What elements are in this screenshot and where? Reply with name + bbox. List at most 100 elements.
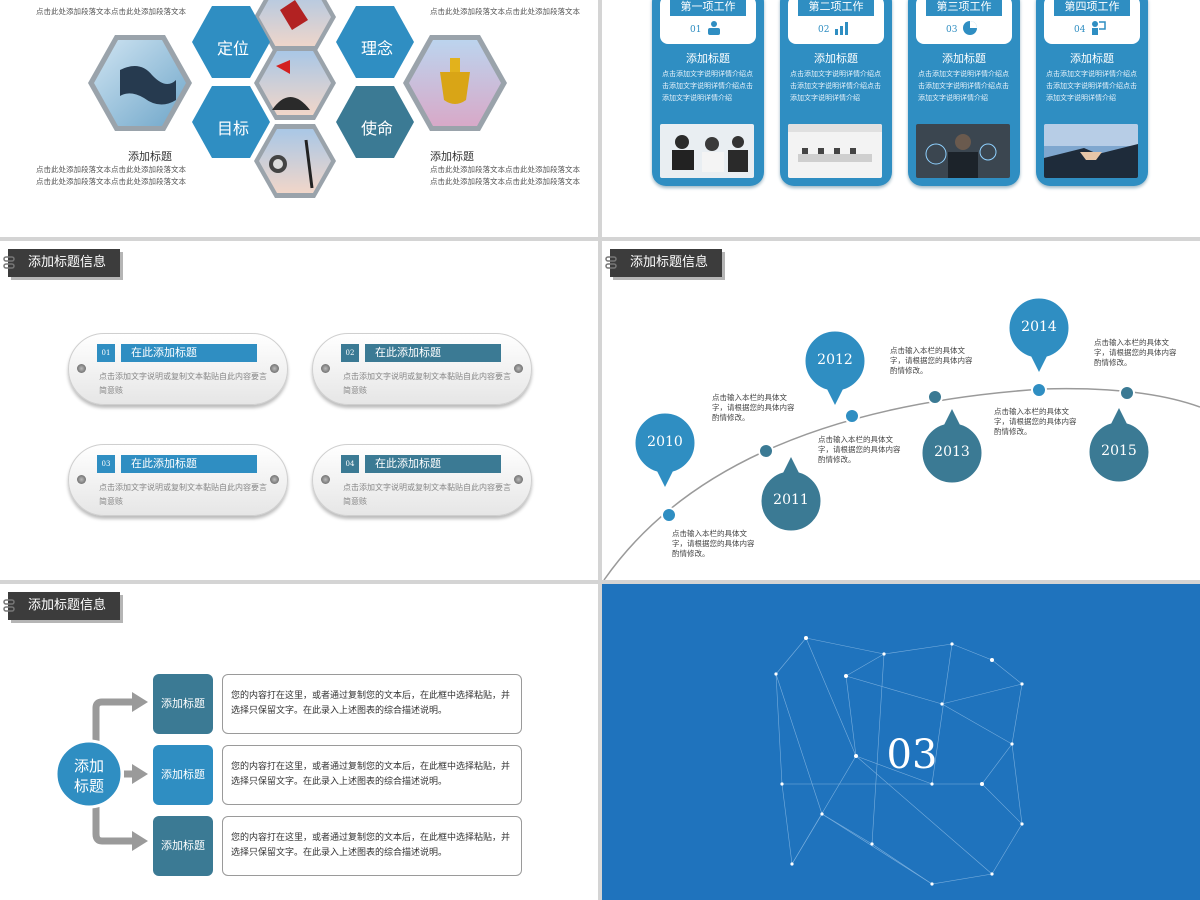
- center-label: 添加标题: [73, 757, 104, 795]
- branch-arrows: [54, 692, 148, 851]
- card-desc: 点击添加文字说明详情介绍点击添加文字说明详情介绍点击添加文字说明详情介绍: [1046, 70, 1137, 102]
- hex-goal: [192, 86, 270, 158]
- hex-label-positioning: 定位: [216, 39, 249, 58]
- slide-title: 添加标题信息: [28, 598, 107, 613]
- year-2011: 2011: [773, 492, 809, 508]
- bubble-2012: [802, 328, 868, 405]
- person-icon: [708, 21, 720, 35]
- bottom-left-text-1: 点击此处添加段落文本点击此处添加段落文本: [36, 165, 186, 174]
- top-left-text: 点击此处添加段落文本点击此处添加段落文本: [36, 7, 186, 16]
- business-handshake-photo: [1044, 124, 1138, 178]
- pill-title: 在此添加标题: [365, 455, 501, 473]
- year-2014: 2014: [1021, 319, 1057, 335]
- pill-text: 点击添加文字说明或复制文本黏贴自此内容要言简意赅: [343, 483, 511, 506]
- work-card-2[interactable]: 第二项工作 02 添加标题 点击添加文字说明详情介绍点击添加文字说明详情介绍点击…: [780, 0, 892, 186]
- card-desc: 点击添加文字说明详情介绍点击添加文字说明详情介绍点击添加文字说明详情介绍: [790, 70, 881, 102]
- note-2010: 点击输入本栏的具体文字，请根据您的具体内容酌情修改。: [672, 529, 755, 558]
- slide-section-divider[interactable]: 03: [602, 584, 1200, 900]
- flag-photo-hex: [259, 51, 331, 115]
- hex-positioning: [192, 6, 270, 78]
- note-2014: 点击输入本栏的具体文字，请根据您的具体内容酌情修改。: [994, 407, 1077, 436]
- card-number: 01: [690, 25, 702, 35]
- hex-label-philosophy: 理念: [360, 39, 393, 58]
- slide-title-tag: 添加标题信息: [3, 592, 120, 620]
- pill-text: 点击添加文字说明或复制文本黏贴自此内容要言简意赅: [99, 483, 267, 506]
- card-head: 第二项工作: [798, 0, 874, 16]
- slide-title-tag: 添加标题信息: [3, 249, 120, 277]
- card-head: 第一项工作: [670, 0, 746, 16]
- hex-philosophy: [336, 6, 414, 78]
- conference-room-photo: [788, 124, 882, 178]
- slide-hexagon-concepts[interactable]: 点击此处添加段落文本点击此处添加段落文本 点击此处添加段落文本点击此处添加段落文…: [0, 0, 598, 237]
- bottom-right-title: 添加标题: [430, 150, 474, 163]
- bar-chart-icon: [835, 22, 848, 35]
- bubble-2015: [1086, 408, 1152, 485]
- pill-index: 04: [341, 455, 359, 473]
- section-number: 03: [886, 732, 938, 778]
- pill-text: 点击添加文字说明或复制文本黏贴自此内容要言简意赅: [99, 372, 267, 395]
- center-circle: [54, 739, 124, 809]
- binder-clip-icon: [3, 256, 15, 269]
- presenter-icon: [1092, 21, 1106, 35]
- branch-label-3: 添加标题: [153, 816, 213, 876]
- branch-label-2: 添加标题: [153, 745, 213, 805]
- binder-clip-icon: [3, 599, 15, 612]
- tech-touch-photo: [916, 124, 1010, 178]
- card-title: 添加标题: [686, 52, 730, 65]
- card-desc: 点击添加文字说明详情介绍点击添加文字说明详情介绍点击添加文字说明详情介绍: [662, 70, 753, 102]
- branch-text-2: 您的内容打在这里，或者通过复制您的文本后，在此框中选择粘贴，并选择只保留文字。在…: [222, 745, 522, 805]
- hex-label-mission: 使命: [360, 119, 393, 138]
- bottom-left-text-2: 点击此处添加段落文本点击此处添加段落文本: [36, 177, 186, 186]
- card-title: 添加标题: [814, 52, 858, 65]
- slide-timeline[interactable]: 添加标题信息 2010 2011 2012 2013 2014 2015 点击输…: [602, 241, 1200, 580]
- pill-item-2[interactable]: 02 在此添加标题 点击添加文字说明或复制文本黏贴自此内容要言简意赅: [312, 333, 532, 405]
- hex-mission: [336, 86, 414, 158]
- card-desc: 点击添加文字说明详情介绍点击添加文字说明详情介绍点击添加文字说明详情介绍: [918, 70, 1009, 102]
- bubble-2011: [758, 457, 824, 534]
- pill-title: 在此添加标题: [121, 344, 257, 362]
- pill-index: 02: [341, 344, 359, 362]
- slide-pill-items[interactable]: 添加标题信息 01 在此添加标题 点击添加文字说明或复制文本黏贴自此内容要言简意…: [0, 241, 598, 580]
- timeline-graphic: [603, 295, 1200, 580]
- slide-work-cards[interactable]: 第一项工作 01 添加标题 点击添加文字说明详情介绍点击添加文字说明详情介绍点击…: [602, 0, 1200, 237]
- pill-item-4[interactable]: 04 在此添加标题 点击添加文字说明或复制文本黏贴自此内容要言简意赅: [312, 444, 532, 516]
- work-card-3[interactable]: 第三项工作 03 添加标题 点击添加文字说明详情介绍点击添加文字说明详情介绍点击…: [908, 0, 1020, 186]
- pill-title: 在此添加标题: [365, 344, 501, 362]
- work-card-1[interactable]: 第一项工作 01 添加标题 点击添加文字说明详情介绍点击添加文字说明详情介绍点击…: [652, 0, 764, 186]
- pill-index: 03: [97, 455, 115, 473]
- pie-chart-icon: [963, 21, 977, 35]
- card-title: 添加标题: [942, 52, 986, 65]
- bubble-2014: [1006, 295, 1072, 372]
- branch-text-1: 您的内容打在这里，或者通过复制您的文本后，在此框中选择粘贴，并选择只保留文字。在…: [222, 674, 522, 734]
- year-2010: 2010: [647, 434, 683, 450]
- bottom-left-title: 添加标题: [128, 150, 172, 163]
- pill-title: 在此添加标题: [121, 455, 257, 473]
- year-2015: 2015: [1101, 443, 1137, 459]
- card-title: 添加标题: [1070, 52, 1114, 65]
- pill-item-3[interactable]: 03 在此添加标题 点击添加文字说明或复制文本黏贴自此内容要言简意赅: [68, 444, 288, 516]
- hexagon-cluster: [88, 0, 507, 198]
- bottom-right-text-1: 点击此处添加段落文本点击此处添加段落文本: [430, 165, 580, 174]
- pill-item-1[interactable]: 01 在此添加标题 点击添加文字说明或复制文本黏贴自此内容要言简意赅: [68, 333, 288, 405]
- meeting-photo: [660, 124, 754, 178]
- archer-photo-hex: [259, 129, 331, 193]
- year-2012: 2012: [817, 352, 853, 368]
- slide-title: 添加标题信息: [630, 255, 709, 270]
- note-2013: 点击输入本栏的具体文字，请根据您的具体内容酌情修改。: [890, 346, 973, 375]
- work-card-4[interactable]: 第四项工作 04 添加标题 点击添加文字说明详情介绍点击添加文字说明详情介绍点击…: [1036, 0, 1148, 186]
- card-head: 第三项工作: [926, 0, 1002, 16]
- bubble-2013: [919, 409, 985, 486]
- card-number: 03: [946, 25, 958, 35]
- branch-label-1: 添加标题: [153, 674, 213, 734]
- slide-branch-list[interactable]: 添加标题信息 添加标题 添加标题 您的内容打在这里，或者通过复制您的文本后，在此…: [0, 584, 598, 900]
- hex-label-goal: 目标: [216, 119, 249, 138]
- year-2013: 2013: [934, 444, 970, 460]
- card-head: 第四项工作: [1054, 0, 1130, 16]
- top-right-text: 点击此处添加段落文本点击此处添加段落文本: [430, 7, 580, 16]
- note-2011: 点击输入本栏的具体文字，请根据您的具体内容酌情修改。: [712, 393, 795, 422]
- network-constellation: [774, 636, 1024, 886]
- pill-index: 01: [97, 344, 115, 362]
- slide-title-tag: 添加标题信息: [605, 249, 722, 277]
- binder-clip-icon: [605, 256, 617, 269]
